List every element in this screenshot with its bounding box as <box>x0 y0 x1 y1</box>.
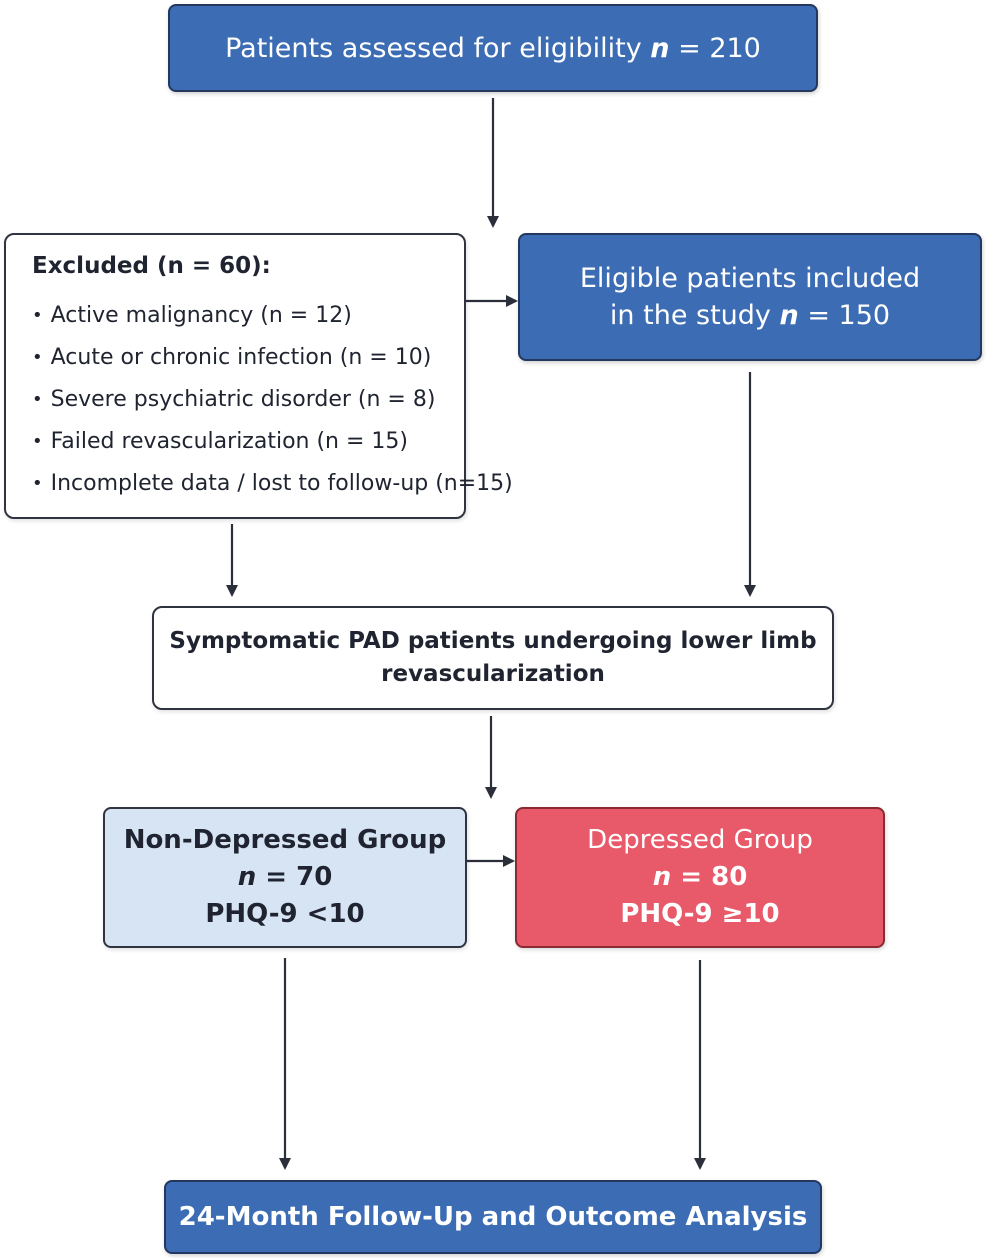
pad-line-1: Symptomatic PAD patients undergoing lowe… <box>169 628 817 654</box>
eligible-n-symbol: n <box>779 300 799 331</box>
non-depressed-n: n = 70 <box>238 859 333 896</box>
bullet-icon: • <box>32 347 43 368</box>
assessed-label: Patients assessed for eligibility n = 21… <box>225 33 761 64</box>
depressed-title: Depressed Group <box>587 825 813 855</box>
excluded-item-label: Acute or chronic infection (n = 10) <box>50 345 432 370</box>
non-depressed-criterion: PHQ-9 <10 <box>205 899 365 929</box>
non-depressed-n-symbol: n <box>237 862 257 892</box>
excluded-item: • Severe psychiatric disorder (n = 8) <box>32 389 435 411</box>
eligible-n-value: = 150 <box>807 300 891 331</box>
followup-box: 24-Month Follow-Up and Outcome Analysis <box>164 1180 822 1254</box>
excluded-item: • Acute or chronic infection (n = 10) <box>32 347 431 369</box>
bullet-icon: • <box>32 305 43 326</box>
depressed-n: n = 80 <box>653 859 748 896</box>
excluded-item: • Active malignancy (n = 12) <box>32 305 352 327</box>
assessed-n-value: = 210 <box>678 32 761 64</box>
eligible-line-1: Eligible patients included <box>579 263 921 294</box>
pad-patients-box: Symptomatic PAD patients undergoing lowe… <box>152 606 834 710</box>
eligible-box: Eligible patients included in the study … <box>518 233 982 361</box>
bullet-icon: • <box>32 473 43 494</box>
assessed-text: Patients assessed for eligibility <box>225 32 642 64</box>
excluded-item-label: Incomplete data / lost to follow-up (n=1… <box>50 471 513 496</box>
bullet-icon: • <box>32 431 43 452</box>
non-depressed-title: Non-Depressed Group <box>123 825 447 855</box>
followup-text: 24-Month Follow-Up and Outcome Analysis <box>178 1202 808 1232</box>
excluded-item-label: Active malignancy (n = 12) <box>50 303 352 328</box>
non-depressed-group-box: Non-Depressed Group n = 70 PHQ-9 <10 <box>103 807 467 948</box>
excluded-item-label: Failed revascularization (n = 15) <box>50 429 408 454</box>
depressed-group-box: Depressed Group n = 80 PHQ-9 ≥10 <box>515 807 885 948</box>
excluded-box: Excluded (n = 60): • Active malignancy (n… <box>4 233 513 519</box>
depressed-n-value: = 80 <box>680 862 748 892</box>
depressed-criterion: PHQ-9 ≥10 <box>620 899 780 929</box>
excluded-item-label: Severe psychiatric disorder (n = 8) <box>50 387 436 412</box>
bullet-icon: • <box>32 389 43 410</box>
assessed-box: Patients assessed for eligibility n = 21… <box>168 4 818 92</box>
eligible-line-2: in the study n = 150 <box>610 297 890 334</box>
pad-line-2: revascularization <box>381 661 605 687</box>
assessed-n-symbol: n <box>650 32 670 64</box>
excluded-item: • Incomplete data / lost to follow-up (n=… <box>32 473 513 495</box>
excluded-title: Excluded (n = 60): <box>32 253 271 279</box>
non-depressed-n-value: = 70 <box>265 862 333 892</box>
depressed-n-symbol: n <box>652 862 672 892</box>
excluded-item: • Failed revascularization (n = 15) <box>32 431 408 453</box>
eligible-line-2-text: in the study <box>609 300 771 331</box>
